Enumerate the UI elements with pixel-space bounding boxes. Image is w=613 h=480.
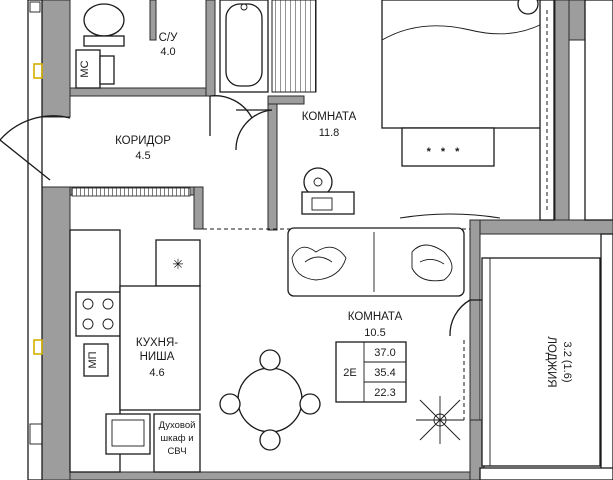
kitchen-partition-hatch	[71, 187, 191, 197]
info-living-area: 22.3	[374, 387, 395, 399]
marker-lower	[33, 339, 43, 355]
pillow-icon	[411, 244, 453, 282]
ms-label: МС	[79, 60, 91, 77]
marker-upper	[33, 63, 43, 79]
bedroom-door-arc	[235, 109, 273, 151]
loggia-floor	[481, 257, 601, 467]
sink	[99, 55, 115, 85]
bedroom-area: 11.8	[319, 127, 340, 139]
wall-far-right-outer	[584, 0, 613, 221]
wall-left-upper	[41, 0, 71, 118]
plant-icon	[416, 396, 464, 444]
fridge	[155, 239, 201, 287]
entrance-door-arc	[0, 115, 71, 141]
corridor-name: КОРИДОР	[115, 135, 171, 147]
chair-left	[219, 393, 241, 415]
chair-right	[299, 393, 321, 415]
corridor: КОРИДОР 4.5	[0, 95, 273, 181]
bathtub-inner	[225, 3, 263, 87]
loggia-area: 3.2 (1.6)	[561, 342, 573, 383]
kitchen-sink	[105, 413, 151, 455]
loggia-name: ЛОДЖИЯ	[545, 336, 557, 387]
bath-door-arc	[209, 95, 253, 119]
ms-box	[75, 49, 101, 89]
kitchen-sink-basin	[111, 419, 145, 447]
living-room: КОМНАТА 10.5 2Е 37.0 35.4 22.3	[219, 227, 490, 451]
wall-far-right	[568, 0, 586, 41]
lamp	[313, 177, 323, 187]
wall-kitchen-right	[193, 186, 204, 230]
chair-bottom	[259, 429, 281, 451]
laptop	[311, 197, 333, 211]
wall-right-upper	[554, 0, 570, 221]
stove	[75, 291, 121, 337]
dining-table	[237, 367, 303, 433]
wall-right-block	[469, 219, 613, 235]
toilet-bowl	[83, 3, 125, 37]
bathtub-drain	[240, 3, 248, 11]
burner-icon	[82, 298, 94, 310]
desk	[301, 191, 355, 215]
wall-bath-mid	[149, 0, 157, 41]
niche-cabinet	[119, 285, 201, 411]
entrance-door-leaf	[0, 139, 51, 181]
corridor-area: 4.5	[135, 150, 150, 162]
edge-detail-bottom	[29, 423, 43, 445]
kitchen-name-2: НИША	[140, 351, 175, 363]
sofa	[287, 227, 465, 297]
walls	[27, 0, 613, 480]
info-area-no-loggia: 35.4	[374, 367, 395, 379]
edge-detail-top	[29, 1, 41, 13]
loggia-rail-bottom	[479, 467, 613, 480]
star-icon: ✳	[172, 256, 184, 272]
living-area: 10.5	[364, 327, 385, 339]
pillow-icon	[291, 246, 347, 281]
carpet-edge	[399, 213, 501, 219]
burner-icon	[102, 318, 114, 330]
bathroom-name: С/У	[159, 32, 179, 44]
chair-top	[259, 349, 281, 371]
radiator-hatch	[271, 0, 317, 93]
wall-bath-right	[205, 0, 216, 97]
oven-label-3: СВЧ	[167, 446, 186, 457]
oven-label-2: шкаф и	[160, 433, 193, 444]
loggia: ЛОДЖИЯ 3.2 (1.6)	[481, 257, 601, 467]
bedroom: *** КОМНАТА 11.8	[301, 0, 555, 221]
mp-box	[83, 343, 109, 377]
wall-left-outer	[27, 0, 43, 480]
oven-label-1: Духовой	[159, 420, 196, 431]
info-type: 2Е	[343, 367, 356, 379]
wall-bedroom-top	[267, 95, 305, 105]
kitchen-name-1: КУХНЯ-	[136, 337, 178, 349]
bed-stars: ***	[427, 146, 470, 158]
wall-left-lower	[41, 186, 71, 480]
bed	[381, 0, 543, 129]
burner-icon	[82, 318, 94, 330]
bed-blanket	[381, 23, 543, 41]
kitchen: ✳ МП Духовой шкаф и СВЧ КУХНЯ- НИША 4.6	[69, 229, 201, 473]
info-table: 2Е 37.0 35.4 22.3	[335, 341, 407, 403]
bathroom: МС С/У 4.0	[75, 0, 269, 93]
mp-label: МП	[87, 351, 99, 368]
oven	[153, 413, 201, 473]
burner-icon	[102, 298, 114, 310]
bed-footboard	[401, 127, 495, 167]
bathroom-area: 4.0	[160, 46, 175, 58]
wall-loggia-left	[469, 219, 481, 480]
living-name: КОМНАТА	[348, 311, 403, 323]
kitchen-area: 4.6	[149, 367, 164, 379]
loggia-rail-right	[600, 233, 613, 480]
balcony-door-arc	[449, 299, 471, 337]
wall-bedroom-left	[267, 99, 278, 231]
wall-bath-bottom	[69, 87, 211, 97]
info-total-area: 37.0	[374, 347, 395, 359]
bedroom-plant	[517, 0, 539, 15]
bedroom-name: КОМНАТА	[302, 111, 357, 123]
wall-bottom	[69, 471, 471, 480]
toilet-tank	[83, 35, 125, 47]
